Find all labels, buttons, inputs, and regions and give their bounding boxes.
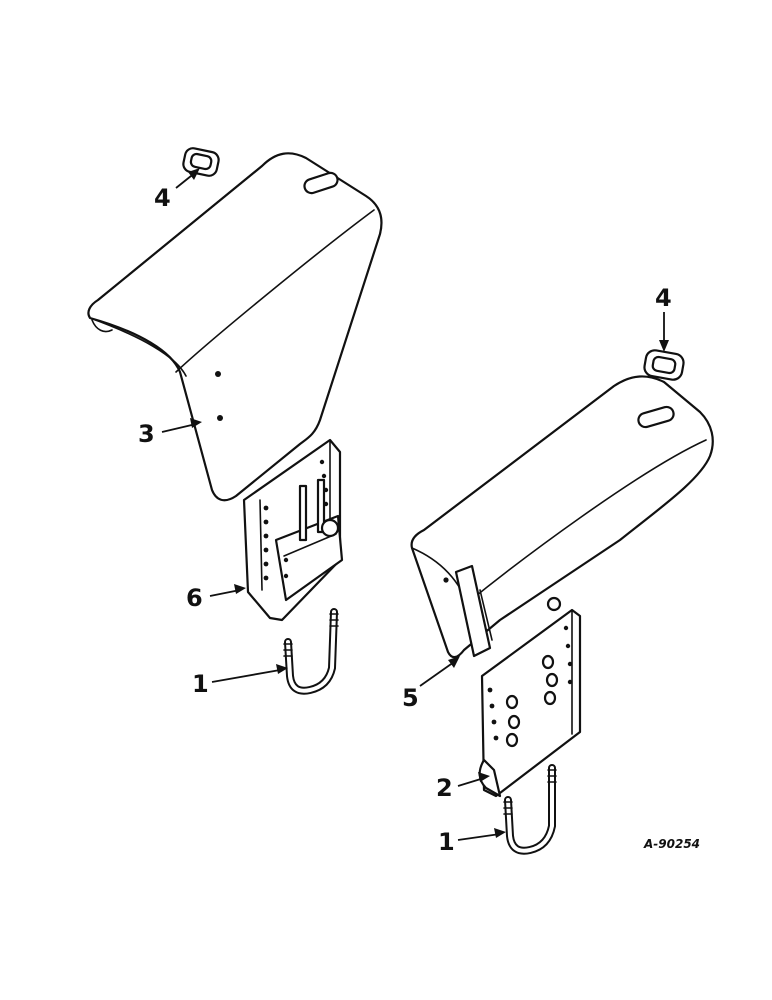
callout-left-ring: 4 (154, 184, 171, 212)
leader-right-bracket (457, 772, 490, 787)
callout-right-fender: 5 (402, 684, 419, 712)
drawing-reference-code: A-90254 (643, 837, 700, 851)
right-bracket (478, 608, 582, 798)
leader-left-bracket (209, 584, 246, 597)
callout-right-bracket: 2 (436, 774, 453, 802)
callout-left-bracket: 6 (186, 584, 203, 612)
callout-right-ubolt: 1 (438, 828, 455, 856)
right-grommet-ring (643, 349, 685, 381)
left-fender (87, 152, 383, 502)
right-fender (410, 375, 714, 659)
left-bracket (242, 438, 344, 622)
right-u-bolt (503, 764, 557, 855)
leader-right-fender (419, 656, 460, 687)
leader-right-ubolt (457, 828, 506, 841)
callout-left-ubolt: 1 (192, 670, 209, 698)
callout-right-ring: 4 (655, 284, 672, 312)
leader-right-ring (659, 312, 669, 352)
left-u-bolt (283, 608, 339, 695)
callout-left-fender: 3 (138, 420, 155, 448)
leader-left-ring (175, 168, 200, 189)
leader-left-fender (161, 418, 202, 433)
leader-left-ubolt (211, 664, 288, 683)
left-grommet-ring (182, 147, 220, 177)
